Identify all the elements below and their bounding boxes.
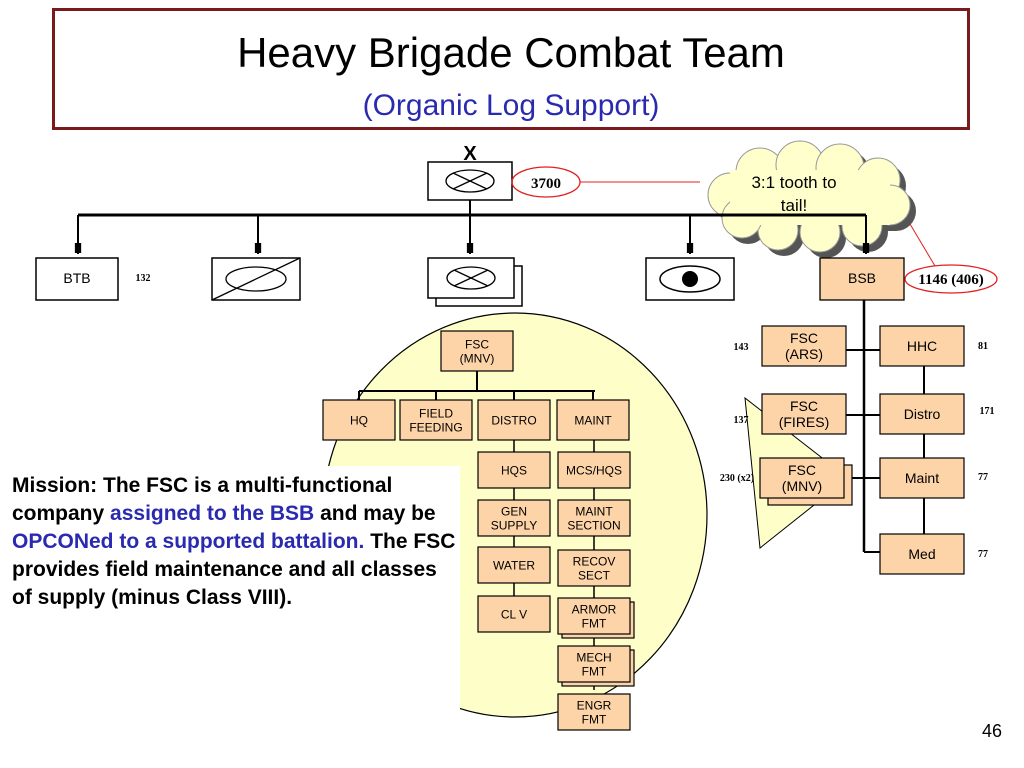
svg-text:Med: Med [908, 546, 935, 562]
btb-label: BTB [63, 270, 90, 286]
svg-text:FSC: FSC [790, 330, 818, 346]
brigade-strength: 3700 [531, 176, 561, 192]
fsc-ars-strength: 143 [734, 342, 749, 353]
bsb-strength: 1146 (406) [918, 272, 983, 288]
fsc-fires-strength: 137 [734, 415, 749, 426]
bsb-box [819, 257, 905, 301]
svg-text:FMT: FMT [582, 712, 607, 726]
svg-text:ARMOR: ARMOR [572, 602, 617, 616]
page-number: 46 [981, 721, 1002, 741]
platoon-hq: HQ [322, 399, 396, 441]
svg-text:II: II [862, 240, 870, 257]
svg-text:MAINT: MAINT [574, 413, 612, 427]
bsb-unit-hhc: HHC [879, 325, 965, 367]
armor-oval [445, 169, 495, 193]
distro-section-water: WATER [477, 546, 551, 584]
bsb-unit-fsc-ars: FSC(ARS) [761, 325, 847, 367]
svg-text:II: II [254, 240, 262, 257]
platoon-maint: MAINT [556, 399, 630, 441]
svg-text:FMT: FMT [582, 616, 607, 630]
svg-text:GEN: GEN [501, 504, 527, 518]
svg-text:MAINT: MAINT [575, 504, 613, 518]
btb-box [35, 257, 119, 301]
bsb-unit-distro: Distro [879, 393, 965, 435]
platoon-distro: DISTRO [477, 399, 551, 441]
callout-cloud: 3:1 tooth to tail! [707, 140, 916, 258]
svg-text:II: II [74, 240, 82, 257]
svg-text:FSC: FSC [788, 462, 816, 478]
page-title: Heavy Brigade Combat Team [237, 29, 785, 76]
svg-text:Maint: Maint [905, 470, 939, 486]
svg-text:RECOV: RECOV [573, 554, 616, 568]
svg-text:HHC: HHC [907, 338, 937, 354]
bsb-unit-med: Med [879, 533, 965, 575]
svg-text:HQS: HQS [501, 463, 527, 477]
fsc-mnv-strength: 230 (x2) [720, 473, 754, 484]
svg-text:MCS/HQS: MCS/HQS [566, 463, 622, 477]
distro-strength: 171 [980, 406, 995, 417]
svg-text:FSC: FSC [790, 398, 818, 414]
svg-text:(FIRES): (FIRES) [779, 414, 830, 430]
svg-text:FMT: FMT [582, 664, 607, 678]
svg-text:II: II [686, 240, 694, 257]
svg-text:(MNV): (MNV) [782, 478, 822, 494]
title-box: Heavy Brigade Combat Team (Organic Log S… [52, 8, 970, 130]
brigade-echelon: X [463, 143, 477, 165]
svg-text:I: I [513, 391, 515, 400]
btb-strength: 132 [136, 273, 151, 284]
hhc-strength: 81 [978, 341, 988, 352]
bsb-label: BSB [848, 270, 876, 286]
svg-text:3:1 tooth to: 3:1 tooth to [751, 173, 836, 192]
svg-text:DISTRO: DISTRO [491, 413, 536, 427]
svg-text:tail!: tail! [781, 196, 807, 215]
svg-text:I: I [358, 391, 360, 400]
svg-text:HQ: HQ [350, 413, 368, 427]
svg-text:(MNV): (MNV) [460, 351, 495, 365]
bsb-unit-fsc-fires: FSC(FIRES) [761, 393, 847, 435]
svg-text:I: I [435, 391, 437, 400]
med-strength: 77 [978, 549, 988, 560]
distro-section-cl-v: CL V [477, 595, 551, 633]
bsb-strength-highlight [904, 264, 998, 294]
svg-text:SUPPLY: SUPPLY [491, 518, 537, 532]
svg-text:WATER: WATER [493, 558, 535, 572]
page-subtitle: (Organic Log Support) [362, 89, 660, 122]
svg-text:FSC: FSC [465, 337, 489, 351]
svg-text:ENGR: ENGR [577, 698, 612, 712]
fsc-head: FSC(MNV) [440, 330, 514, 372]
svg-text:CL V: CL V [501, 607, 527, 621]
svg-text:(ARS): (ARS) [785, 346, 823, 362]
svg-text:MECH: MECH [576, 650, 611, 664]
distro-section-hqs: HQS [477, 451, 551, 489]
svg-text:SECT: SECT [578, 568, 611, 582]
bsb-unit-maint: Maint [879, 457, 965, 499]
svg-text:I: I [592, 391, 594, 400]
svg-text:FIELD: FIELD [419, 406, 453, 420]
mission-text: Mission: The FSC is a multi-functional c… [8, 466, 460, 710]
svg-text:SECTION: SECTION [567, 518, 620, 532]
svg-text:Distro: Distro [904, 406, 941, 422]
bsb-unit-fsc-mnv: FSC(MNV) [759, 457, 845, 499]
maint-strength: 77 [978, 472, 988, 483]
maint-section-mcs-hqs: MCS/HQS [557, 451, 631, 489]
svg-text:II: II [466, 240, 474, 257]
svg-text:FEEDING: FEEDING [409, 420, 462, 434]
